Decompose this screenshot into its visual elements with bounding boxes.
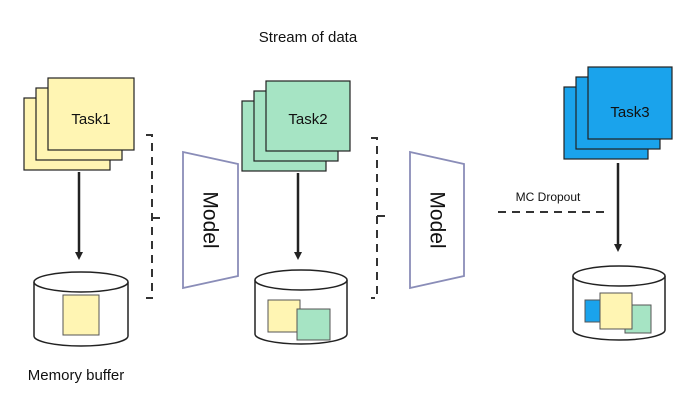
stream-title: Stream of data — [259, 29, 358, 46]
task1-card-front — [47, 77, 135, 151]
mc-dropout-label: MC Dropout — [516, 190, 581, 204]
memory-buffer-label: Memory buffer — [28, 367, 124, 384]
task1-label: Task1 — [71, 111, 110, 128]
model2-trapezoid — [409, 150, 465, 290]
memory-buffer-2 — [254, 269, 348, 345]
model-1: Model — [182, 150, 239, 290]
task3-stack: Task3 — [563, 66, 673, 160]
bracket-1 — [146, 134, 153, 299]
memory-buffer-3 — [572, 265, 666, 341]
model1-trapezoid — [182, 150, 239, 290]
buffer2-top — [254, 269, 348, 291]
buffer3-top — [572, 265, 666, 287]
task2-stack: Task2 — [241, 80, 351, 172]
bracket-2 — [371, 137, 378, 299]
task2-label: Task2 — [288, 111, 327, 128]
model-2: Model — [409, 150, 465, 290]
model2-label: Model — [426, 191, 449, 248]
model1-label: Model — [199, 191, 222, 248]
buffer1-task1-sample — [62, 294, 100, 336]
buffer3-task1-sample — [599, 292, 633, 330]
task3-label: Task3 — [610, 104, 649, 121]
task1-stack: Task1 — [23, 77, 135, 171]
task2-card-front — [265, 80, 351, 152]
memory-buffer-1 — [33, 271, 129, 347]
buffer1-top — [33, 271, 129, 293]
buffer2-task2-sample — [296, 308, 331, 341]
task3-card-front — [587, 66, 673, 140]
buffer2-task1-sample — [267, 299, 301, 333]
